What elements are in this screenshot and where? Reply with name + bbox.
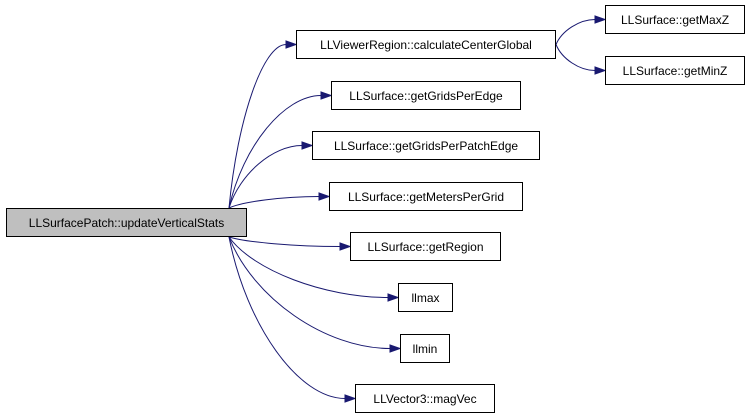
edge-root-grids_per_patch_edge [228, 145, 303, 209]
node-llmax[interactable]: llmax [398, 283, 453, 312]
edge-root-calc_center [228, 44, 287, 209]
node-get-grids-per-edge[interactable]: LLSurface::getGridsPerEdge [331, 81, 521, 110]
edge-root-llmin [228, 236, 391, 349]
edge-calc_center-get_max_z [555, 19, 596, 45]
node-update-vertical-stats: LLSurfacePatch::updateVerticalStats [6, 208, 247, 237]
edge-calc_center-get_min_z [555, 44, 596, 71]
arrowhead-root-calc_center [285, 40, 298, 49]
node-mag-vec[interactable]: LLVector3::magVec [355, 384, 495, 413]
edge-root-mag_vec [228, 236, 346, 399]
node-get-min-z[interactable]: LLSurface::getMinZ [605, 56, 745, 85]
arrowhead-root-grids_per_patch_edge [301, 141, 314, 150]
edge-root-get_region [228, 236, 341, 247]
edge-root-llmax [228, 236, 389, 298]
arrowhead-root-meters_per_grid [318, 192, 331, 201]
arrowhead-calc_center-get_max_z [594, 15, 607, 24]
arrowhead-root-grids_per_edge [320, 91, 333, 100]
edge-root-meters_per_grid [228, 196, 320, 209]
arrowhead-root-get_region [339, 242, 352, 251]
node-get-region[interactable]: LLSurface::getRegion [350, 232, 501, 261]
arrowhead-root-llmin [389, 344, 402, 353]
node-calculate-center-global[interactable]: LLViewerRegion::calculateCenterGlobal [296, 30, 556, 59]
arrowhead-root-llmax [387, 293, 400, 302]
edge-root-grids_per_edge [228, 95, 322, 209]
arrowhead-root-mag_vec [344, 394, 357, 403]
node-llmin[interactable]: llmin [400, 334, 450, 363]
arrowhead-calc_center-get_min_z [594, 66, 607, 75]
node-get-max-z[interactable]: LLSurface::getMaxZ [605, 5, 745, 34]
node-get-grids-per-patch-edge[interactable]: LLSurface::getGridsPerPatchEdge [312, 131, 540, 160]
node-get-meters-per-grid[interactable]: LLSurface::getMetersPerGrid [329, 182, 523, 211]
